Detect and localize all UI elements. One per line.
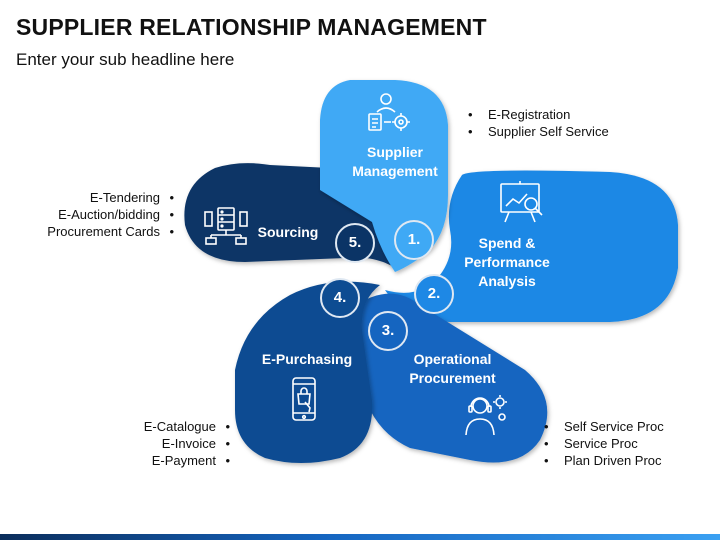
bullet-item: E-Tendering [47, 189, 174, 206]
step-4-label: E-Purchasing [252, 350, 362, 369]
bottom-accent-bar [0, 534, 720, 540]
bullet-item: E-Payment [144, 452, 231, 469]
page-title: SUPPLIER RELATIONSHIP MANAGEMENT [16, 14, 487, 40]
step-1-label: Supplier Management [340, 143, 450, 181]
bullet-item: Supplier Self Service [466, 123, 609, 140]
step-5-number: 5. [348, 234, 362, 251]
step-3-label: Operational Procurement [395, 350, 510, 388]
step-1-label-line-2: Management [352, 163, 438, 179]
step-2-label-line-3: Analysis [478, 273, 536, 289]
step-3-label-line-1: Operational [413, 351, 492, 367]
number-circle-4 [320, 278, 360, 318]
number-circle-5 [335, 223, 375, 263]
bullet-item: E-Auction/bidding [47, 206, 174, 223]
bullet-item: Service Proc [542, 435, 664, 452]
bullet-item: Procurement Cards [47, 223, 174, 240]
bullet-item: E-Invoice [144, 435, 230, 452]
petal-e-purchasing [235, 281, 380, 463]
bullet-item: E-Catalogue [144, 418, 231, 435]
presentation-analysis-icon [500, 181, 543, 223]
number-circle-2 [414, 274, 454, 314]
page-subtitle: Enter your sub headline here [16, 50, 235, 69]
step-2-number: 2. [427, 285, 441, 302]
step-1-bullets: E-Registration Supplier Self Service [466, 106, 609, 140]
step-3-label-line-2: Procurement [409, 370, 496, 386]
bullet-item: Self Service Proc [542, 418, 664, 435]
step-5-bullets: E-Tendering E-Auction/bidding Procuremen… [47, 189, 174, 240]
step-5-label-line-1: Sourcing [257, 224, 319, 240]
support-agent-icon [465, 395, 507, 436]
supplier-management-icon [368, 93, 410, 131]
step-4-number: 4. [333, 289, 347, 306]
step-4-label-line-1: E-Purchasing [261, 351, 353, 367]
step-5-label: Sourcing [238, 223, 338, 242]
step-4-bullets: E-Catalogue E-Invoice E-Payment [144, 418, 231, 469]
number-circle-1 [394, 220, 434, 260]
step-2-label-line-2: Performance [464, 254, 550, 270]
server-network-icon [204, 207, 248, 245]
step-3-number: 3. [381, 322, 395, 339]
step-2-label: Spend & Performance Analysis [452, 234, 562, 291]
step-3-bullets: Self Service Proc Service Proc Plan Driv… [542, 418, 664, 469]
mobile-shopping-icon [292, 377, 316, 421]
number-circle-3 [368, 311, 408, 351]
bullet-item: Plan Driven Proc [542, 452, 664, 469]
step-1-label-line-1: Supplier [366, 144, 423, 160]
petal-spend-analysis [385, 170, 678, 322]
bullet-item: E-Registration [466, 106, 609, 123]
step-2-label-line-1: Spend & [478, 235, 536, 251]
step-1-number: 1. [407, 231, 421, 248]
